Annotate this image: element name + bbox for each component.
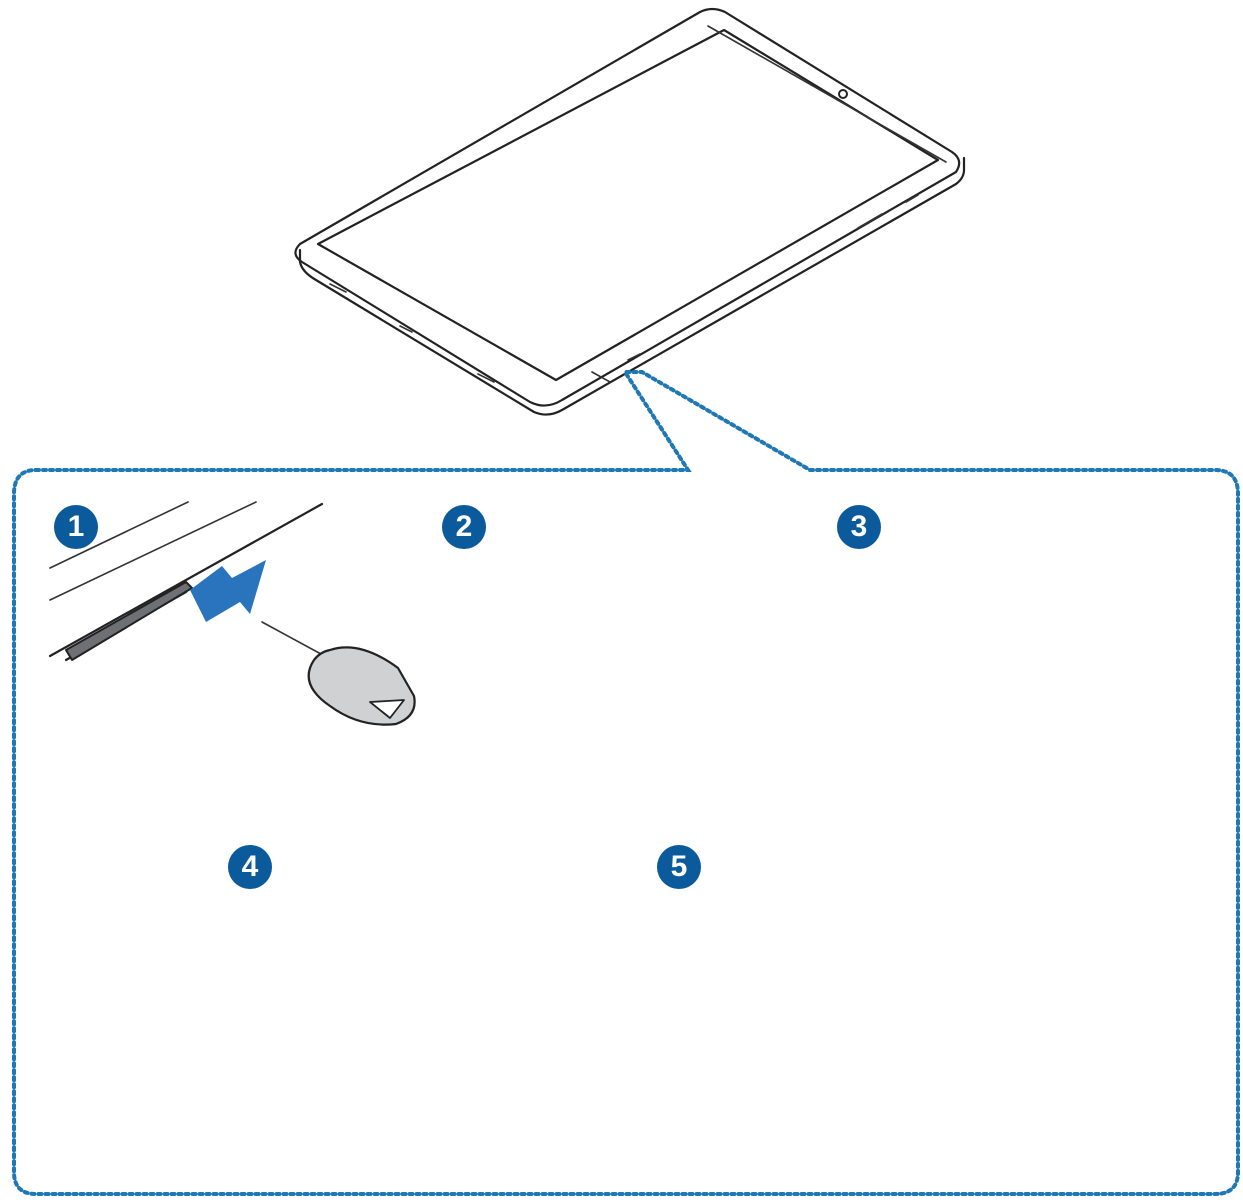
arrow-icon [190,560,266,622]
step-2-badge: 2 [442,505,486,549]
callout-outline [12,370,1240,1196]
step-1-badge: 1 [54,505,98,549]
step-5-badge: 5 [657,845,701,889]
step-3-badge: 3 [837,505,881,549]
step-4-badge: 4 [228,845,272,889]
step-1-illustration [48,501,416,726]
ejection-pin-icon [307,646,416,726]
tablet-illustration [294,7,966,416]
